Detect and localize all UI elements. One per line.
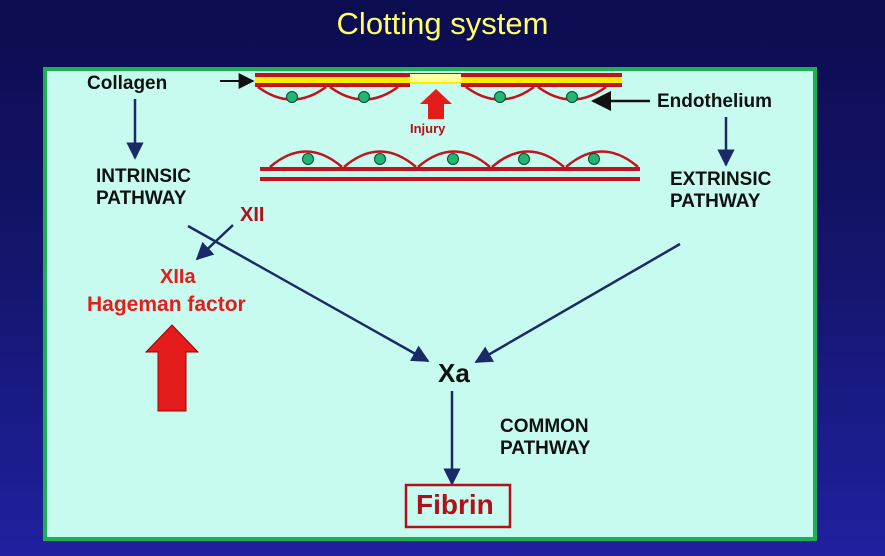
injured-vessel-wall [255, 73, 622, 103]
factor-xii-label: XII [240, 204, 265, 226]
intrinsic-line1: INTRINSIC [96, 166, 191, 187]
cell-nuclei-intact [302, 153, 600, 165]
collagen-label: Collagen [87, 73, 168, 94]
injury-arrow [420, 89, 452, 119]
extrinsic-line2: PATHWAY [670, 190, 761, 212]
intrinsic-pathway-label: INTRINSIC PATHWAY [96, 166, 191, 210]
factor-xiia-label: XIIa [160, 266, 196, 288]
extrinsic-to-xa-arrow [474, 242, 681, 364]
common-line1: COMMON [500, 416, 589, 437]
endothelial-cells-intact [269, 150, 639, 168]
vessel-bottom-line-left [255, 83, 410, 87]
endothelium-label: Endothelium [657, 91, 773, 112]
hageman-increase-arrow [144, 324, 200, 412]
fibrin-label: Fibrin [416, 489, 494, 520]
intrinsic-to-xa-arrow [187, 224, 430, 363]
extrinsic-line1: EXTRINSIC [670, 169, 772, 190]
injury-gap [410, 74, 461, 82]
cell-nuclei-injured [286, 91, 578, 103]
extrinsic-pathway-label: EXTRINSIC PATHWAY [670, 169, 771, 213]
xa-label: Xa [438, 358, 470, 388]
hageman-factor-label: Hageman factor [87, 293, 246, 316]
fibrin-box [404, 483, 512, 529]
diagram-panel [43, 67, 817, 541]
vessel-bottom-line-right [461, 83, 622, 87]
slide-title: Clotting system [336, 6, 549, 41]
intact-vessel-wall [260, 150, 640, 181]
injury-label: Injury [410, 121, 446, 136]
common-pathway-label: COMMON PATHWAY [500, 416, 590, 460]
intrinsic-line2: PATHWAY [96, 187, 187, 209]
common-line2: PATHWAY [500, 437, 591, 459]
